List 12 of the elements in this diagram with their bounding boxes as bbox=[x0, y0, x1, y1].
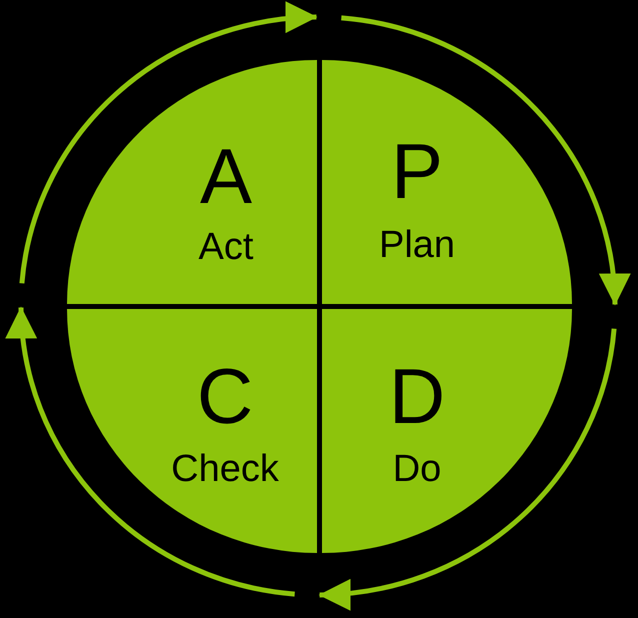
phase-name: Act bbox=[198, 228, 254, 266]
phase-letter: A bbox=[200, 137, 252, 215]
quarter-circle-segment bbox=[322, 309, 572, 553]
quarter-circle-segment bbox=[67, 309, 317, 553]
phase-name: Plan bbox=[378, 226, 456, 264]
phase-name: Check bbox=[171, 450, 279, 488]
quarter-circle-segment bbox=[67, 60, 317, 304]
phase-letter: C bbox=[196, 357, 254, 435]
phase-name: Do bbox=[392, 450, 442, 488]
phase-letter: P bbox=[390, 132, 444, 210]
phase-letter: D bbox=[388, 357, 446, 435]
quarter-circle-segment bbox=[322, 60, 572, 304]
